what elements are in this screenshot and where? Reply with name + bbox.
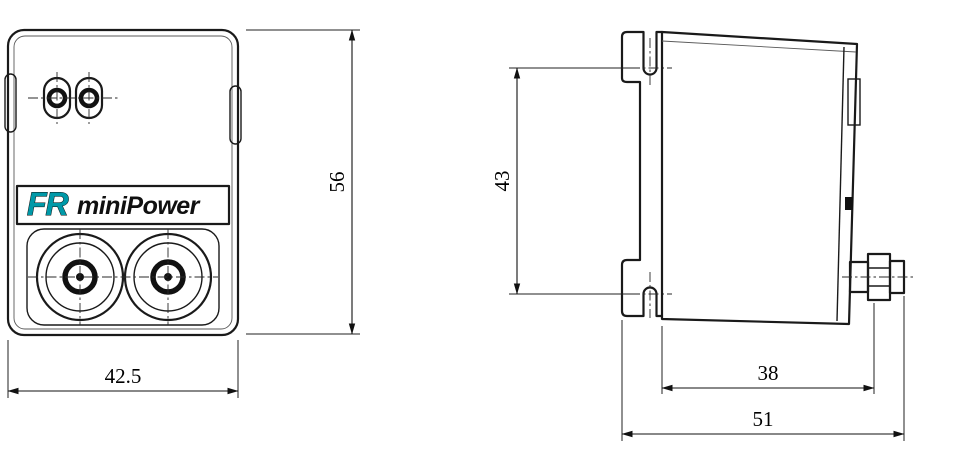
flange-slot-crosshair-top	[630, 38, 672, 86]
flange-slot-crosshair-bottom	[630, 272, 672, 318]
front-inner-contour	[13, 35, 233, 330]
side-detail-mark	[845, 197, 853, 210]
logo-product-text: miniPower	[77, 192, 201, 220]
lid-seam-line	[661, 40, 857, 53]
dimension-text: 38	[758, 361, 779, 385]
connector-centerlines	[28, 229, 218, 325]
dimension-text: 43	[490, 171, 514, 192]
dim-overall-depth: 51	[621, 296, 905, 441]
logo-band-frame	[15, 184, 231, 226]
dimension-text: 42.5	[105, 364, 142, 388]
connector-panel	[26, 228, 220, 326]
dimension-text: 56	[325, 172, 349, 193]
mounting-flange	[620, 30, 664, 318]
front-body-outline	[6, 28, 240, 337]
dim-front-height: 56	[246, 29, 360, 335]
side-clip	[847, 78, 861, 126]
logo-brand-text: FR	[27, 186, 69, 222]
front-view: FR miniPower	[4, 28, 242, 337]
dim-body-depth: 38	[661, 303, 875, 394]
dim-front-width: 42.5	[7, 340, 239, 398]
dimension-text: 51	[753, 407, 774, 431]
right-mount-tab	[229, 85, 242, 145]
cover-parting-line	[836, 46, 845, 322]
left-mount-tab	[4, 73, 17, 133]
connector-center-pin	[164, 273, 172, 281]
dim-mount-hole-spacing: 43	[490, 67, 640, 295]
terminal-centerlines	[28, 72, 118, 124]
logo-band: FR miniPower	[15, 184, 231, 226]
side-view	[620, 30, 914, 326]
dimensions: 42.5 56 43 38 51	[7, 29, 905, 441]
f-connector-side	[842, 252, 914, 302]
side-body-outline	[660, 30, 859, 326]
